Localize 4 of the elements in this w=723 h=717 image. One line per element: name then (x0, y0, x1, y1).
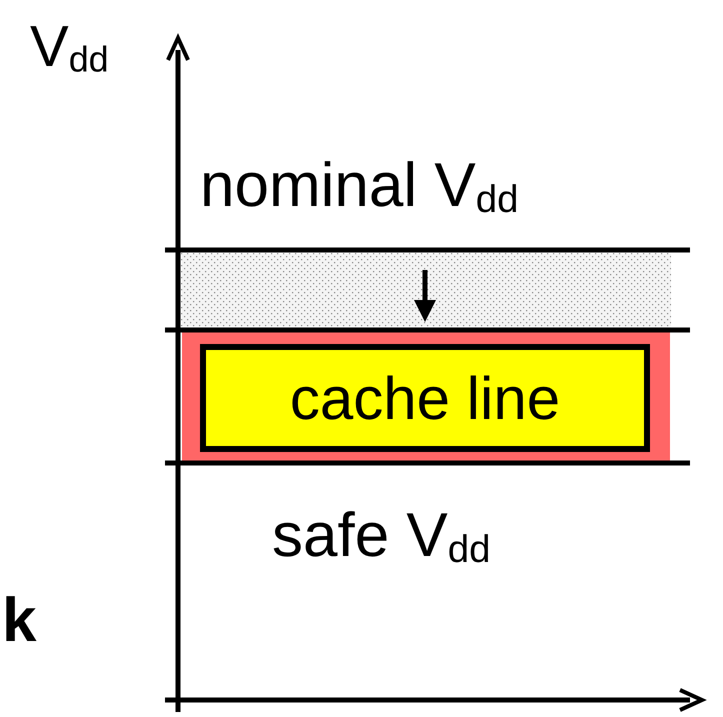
axis-label: V$_{dd}$ (30, 18, 109, 78)
axis-label: k (2, 590, 36, 652)
level-label: nominal V$_{dd}$ (200, 155, 518, 220)
level-label: safe V$_{dd}$ (272, 505, 491, 570)
